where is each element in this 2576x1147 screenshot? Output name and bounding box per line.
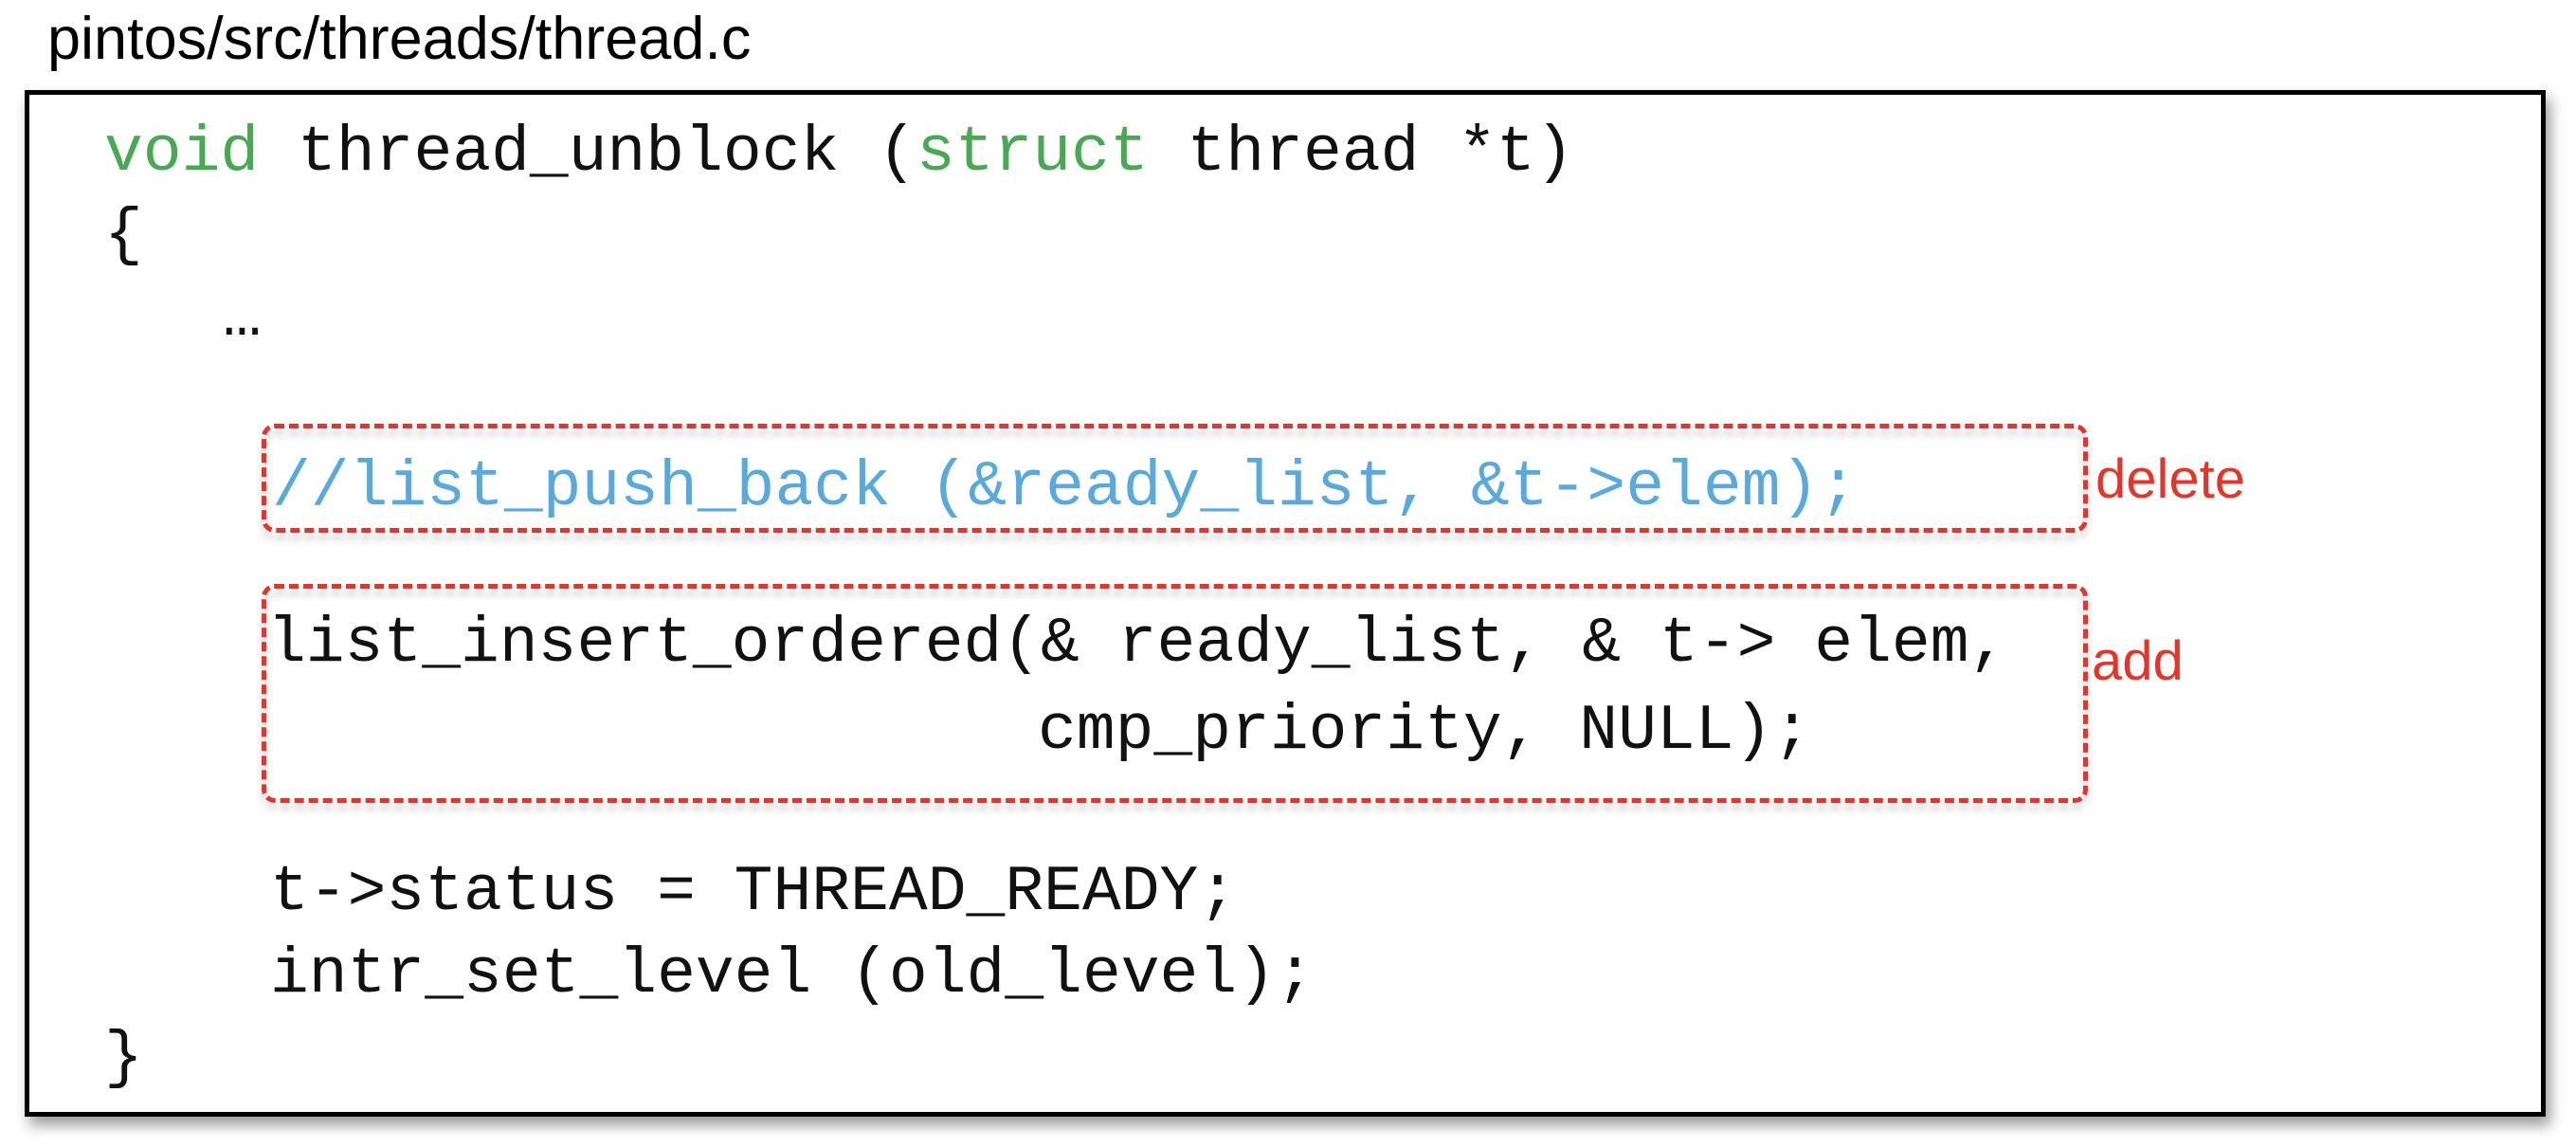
keyword-struct: struct	[916, 117, 1149, 190]
signature-tail-text: thread *t)	[1148, 117, 1574, 190]
file-path-label: pintos/src/threads/thread.c	[47, 6, 752, 72]
code-line-status: t->status = THREAD_READY;	[270, 856, 1238, 929]
code-line-ellipsis: …	[223, 282, 262, 355]
add-label: add	[2092, 630, 2184, 692]
keyword-void: void	[104, 117, 260, 190]
code-line-added-2: cmp_priority, NULL);	[1038, 695, 1812, 768]
code-line-intr-set-level: intr_set_level (old_level);	[270, 938, 1315, 1011]
code-panel: void thread_unblock (struct thread *t) {…	[25, 90, 2546, 1117]
function-name-text: thread_unblock (	[259, 117, 916, 190]
add-annotation-box	[262, 584, 2088, 803]
code-line-open-brace: {	[104, 199, 143, 272]
delete-annotation-box	[262, 424, 2088, 533]
code-line-function-signature: void thread_unblock (struct thread *t)	[104, 112, 1574, 195]
code-line-added-1: list_insert_ordered(& ready_list, & t-> …	[267, 608, 2008, 681]
delete-label: delete	[2095, 448, 2246, 510]
code-line-deleted-comment: //list_push_back (&ready_list, &t->elem)…	[272, 451, 1859, 524]
code-line-close-brace: }	[104, 1022, 143, 1095]
